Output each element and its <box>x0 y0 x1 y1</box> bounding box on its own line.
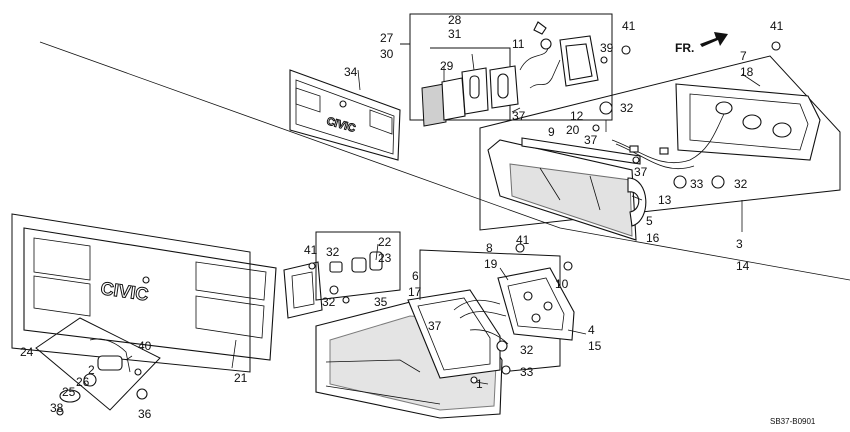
socket-assembly-box <box>35 317 161 411</box>
callout-30: 30 <box>380 47 394 61</box>
callout-33a: 33 <box>690 177 704 191</box>
callout-numbers: 1 2 3 4 5 6 7 8 9 10 11 12 13 14 15 16 1… <box>20 13 784 421</box>
callout-10: 10 <box>555 277 569 291</box>
callout-36: 36 <box>138 407 152 421</box>
upper-gasket-strip <box>521 137 641 165</box>
callout-31: 31 <box>448 27 462 41</box>
callout-21: 21 <box>234 371 248 385</box>
callout-18: 18 <box>740 65 754 79</box>
callout-32c: 32 <box>326 245 340 259</box>
callout-28: 28 <box>448 13 462 27</box>
body-line <box>39 41 850 281</box>
callout-32e: 32 <box>520 343 534 357</box>
callout-29: 29 <box>440 59 454 73</box>
callout-39: 39 <box>600 41 614 55</box>
lower-wiring <box>453 243 573 384</box>
callout-25: 25 <box>62 385 76 399</box>
bulbs-upper <box>592 41 781 189</box>
callout-8: 8 <box>486 241 493 255</box>
callout-41d: 41 <box>516 233 530 247</box>
callout-32b: 32 <box>734 177 748 191</box>
callout-19: 19 <box>484 257 498 271</box>
lower-tail-light-housing <box>497 267 575 341</box>
callout-1: 1 <box>476 377 483 391</box>
callout-16: 16 <box>646 231 660 245</box>
small-sockets <box>329 251 383 304</box>
leader-lines <box>125 53 761 385</box>
upper-tail-light-lens <box>487 139 647 241</box>
fr-label: FR. <box>675 41 694 55</box>
callout-37d: 37 <box>428 319 442 333</box>
callout-9: 9 <box>548 125 555 139</box>
callout-13: 13 <box>658 193 672 207</box>
upper-tail-light-wiring <box>611 113 725 170</box>
callout-17: 17 <box>408 285 422 299</box>
side-marker-socket <box>56 338 148 416</box>
callout-23: 23 <box>378 251 392 265</box>
callout-7: 7 <box>740 49 747 63</box>
callout-27: 27 <box>380 31 394 45</box>
callout-41a: 41 <box>622 19 636 33</box>
drawing-code: SB37-B0901 <box>770 417 816 426</box>
callout-12: 12 <box>570 109 584 123</box>
callout-37a: 37 <box>512 109 526 123</box>
license-light-base <box>283 261 323 319</box>
center-trim-panel: CIVIC <box>289 69 401 161</box>
garnish-outline <box>11 213 251 373</box>
callout-32d: 32 <box>322 295 336 309</box>
callout-15: 15 <box>588 339 602 353</box>
callout-14: 14 <box>736 259 750 273</box>
license-light-socket <box>519 21 631 89</box>
callout-33b: 33 <box>520 365 534 379</box>
callout-24: 24 <box>20 345 34 359</box>
upper-tail-light-housing <box>675 83 821 161</box>
callout-37b: 37 <box>584 133 598 147</box>
callout-11: 11 <box>512 37 525 51</box>
callout-22: 22 <box>378 235 392 249</box>
license-light-lens <box>421 65 519 127</box>
callout-38: 38 <box>50 401 64 415</box>
callout-35: 35 <box>374 295 388 309</box>
callout-3: 3 <box>736 237 743 251</box>
callout-6: 6 <box>412 269 419 283</box>
socket-group-box <box>315 231 401 301</box>
callout-5: 5 <box>646 214 653 228</box>
callout-41b: 41 <box>770 19 784 33</box>
callout-32a: 32 <box>620 101 634 115</box>
tail-light-box-upper <box>479 55 841 231</box>
callout-4: 4 <box>588 323 595 337</box>
front-direction-arrow: FR. <box>675 32 728 55</box>
callout-26: 26 <box>76 375 90 389</box>
callout-34: 34 <box>344 65 358 79</box>
callout-41c: 41 <box>304 243 318 257</box>
callout-20: 20 <box>566 123 580 137</box>
callout-40: 40 <box>138 339 152 353</box>
callout-2: 2 <box>88 363 95 377</box>
rear-garnish-panel: CIVIC <box>23 227 277 361</box>
callout-37c: 37 <box>634 165 648 179</box>
license-light-box-outer <box>409 13 613 121</box>
